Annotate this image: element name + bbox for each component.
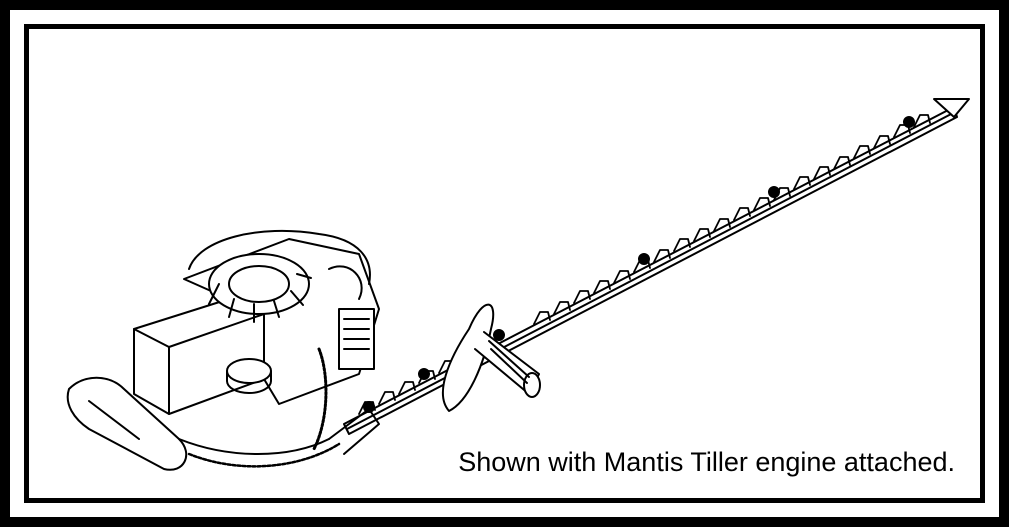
figure-caption: Shown with Mantis Tiller engine attached…: [458, 447, 955, 477]
cutter-bar: [343, 98, 970, 435]
hedge-trimmer-illustration: [66, 98, 970, 471]
front-handle: [441, 303, 541, 412]
cutter-teeth: [358, 114, 931, 415]
engine-block: [133, 229, 380, 451]
figure-outer-frame: Shown with Mantis Tiller engine attached…: [10, 10, 999, 517]
figure-inner-frame: Shown with Mantis Tiller engine attached…: [24, 24, 985, 503]
rear-handle: [66, 376, 380, 471]
